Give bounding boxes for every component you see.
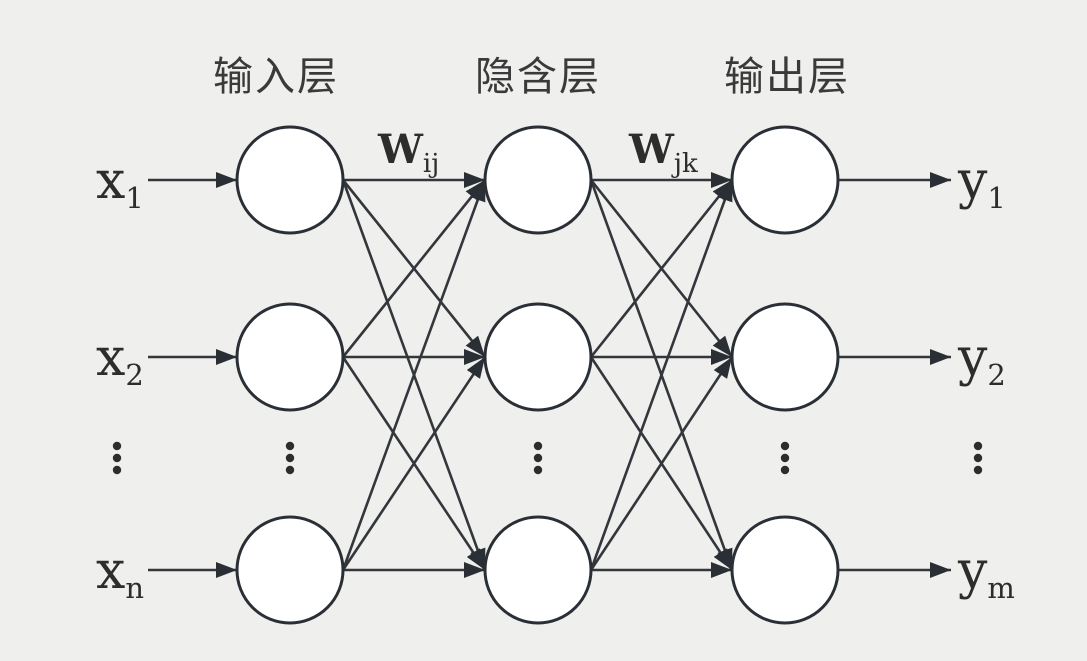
input-label-1: x1 xyxy=(96,151,144,215)
ellipsis-dot-output-layer xyxy=(780,453,790,463)
output-label-base: y xyxy=(957,541,988,601)
input-node-2 xyxy=(235,302,345,412)
ellipsis-dot-hidden-layer xyxy=(533,441,543,451)
layer-title-input: 输入层 xyxy=(213,54,339,99)
input-label-subscript: 2 xyxy=(125,358,143,392)
weight-label-jk: Wjk xyxy=(628,126,698,179)
output-label-subscript: 1 xyxy=(987,181,1005,215)
output-label-base: y xyxy=(957,151,988,211)
ellipsis-dot-output-layer xyxy=(780,441,790,451)
ellipsis-dot-output-layer xyxy=(780,465,790,475)
input-label-base: x xyxy=(96,151,125,211)
edge-input3-hidden1 xyxy=(341,179,487,571)
weight-label-subscript: ij xyxy=(423,149,439,179)
ellipsis-dot-output-labels-column xyxy=(973,453,983,463)
output-label-1: y1 xyxy=(957,151,1006,215)
edge-hidden3-output1 xyxy=(589,179,734,571)
output-node-1 xyxy=(730,125,840,235)
input-label-base: x xyxy=(96,541,125,601)
ellipsis-dot-input-labels-column xyxy=(112,441,122,451)
ellipsis-dot-output-labels-column xyxy=(973,465,983,475)
weight-label-subscript: jk xyxy=(671,149,698,179)
ellipsis-dot-input-layer xyxy=(285,453,295,463)
edge-input2-hidden1 xyxy=(341,179,487,358)
hidden-node-3 xyxy=(483,515,593,625)
layer-title-hidden: 隐含层 xyxy=(475,54,601,99)
output-label-3: ym xyxy=(957,541,1015,605)
edge-hidden2-output1 xyxy=(589,179,734,358)
output-label-subscript: m xyxy=(987,571,1015,605)
output-label-subscript: 2 xyxy=(987,358,1005,392)
ellipsis-dot-input-layer xyxy=(285,465,295,475)
ellipsis-dot-input-labels-column xyxy=(112,465,122,475)
ellipsis-dot-hidden-layer xyxy=(533,465,543,475)
ellipsis-dot-output-labels-column xyxy=(973,441,983,451)
input-label-subscript: 1 xyxy=(125,181,143,215)
output-label-base: y xyxy=(957,328,988,388)
edge-hidden3-output2 xyxy=(589,356,734,571)
output-node-3 xyxy=(730,515,840,625)
output-node-2 xyxy=(730,302,840,412)
layer-title-output: 输出层 xyxy=(724,54,850,99)
weight-label-ij: Wij xyxy=(377,126,439,179)
ellipsis-dot-input-labels-column xyxy=(112,453,122,463)
ellipsis-dot-hidden-layer xyxy=(533,453,543,463)
input-node-3 xyxy=(235,515,345,625)
edge-input3-hidden2 xyxy=(341,356,487,571)
input-label-subscript: n xyxy=(125,571,144,605)
hidden-node-1 xyxy=(483,125,593,235)
output-label-2: y2 xyxy=(957,328,1006,392)
input-label-base: x xyxy=(96,328,125,388)
ellipsis-dot-input-layer xyxy=(285,441,295,451)
weight-label-base: W xyxy=(377,126,424,173)
input-node-1 xyxy=(235,125,345,235)
hidden-node-2 xyxy=(483,302,593,412)
input-label-2: x2 xyxy=(96,328,144,392)
input-label-3: xn xyxy=(96,541,144,605)
weight-label-base: W xyxy=(628,126,675,173)
